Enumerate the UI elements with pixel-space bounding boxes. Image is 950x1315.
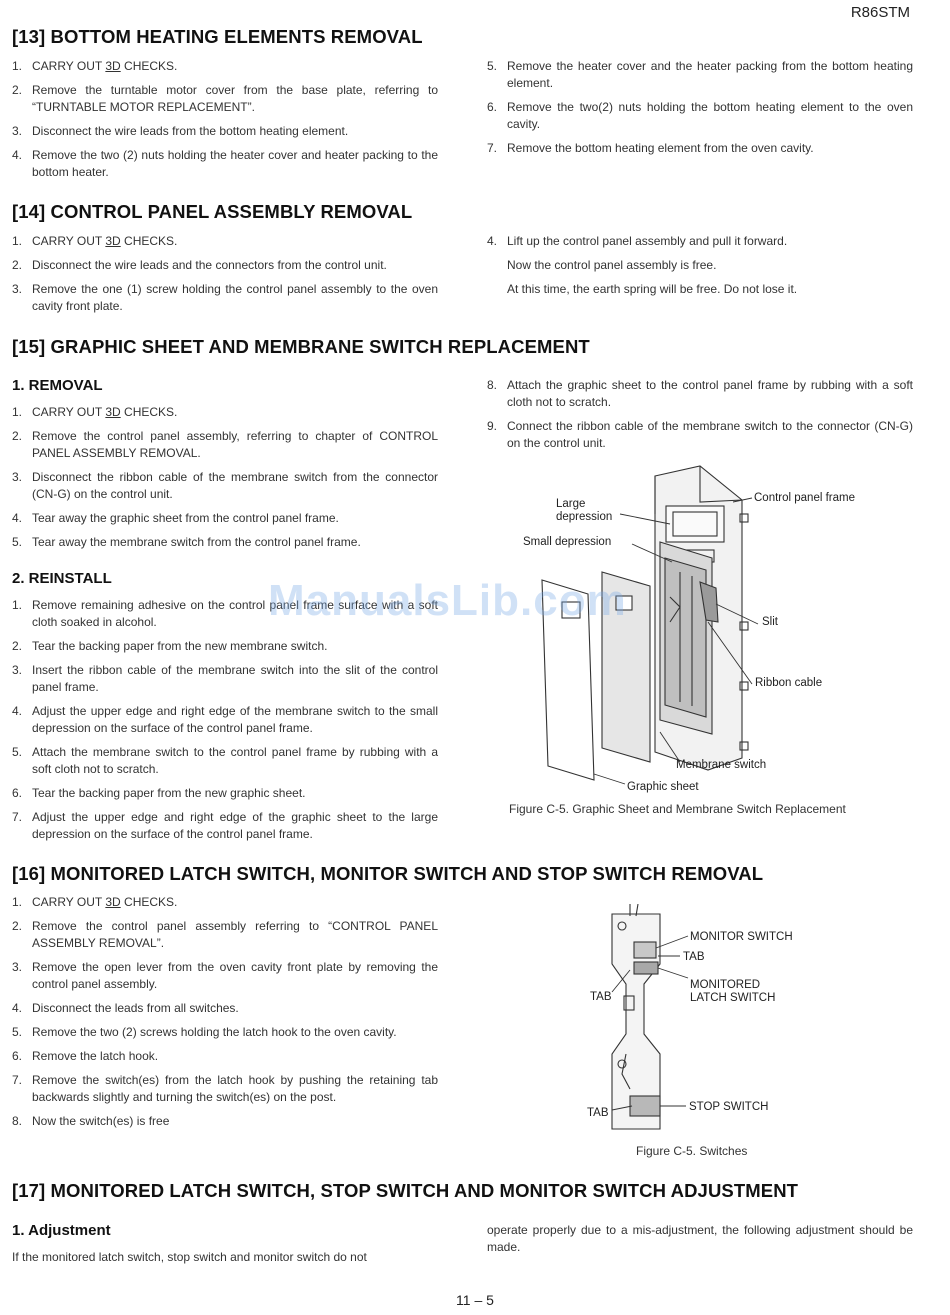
list-item: 6.Remove the latch hook. (12, 1049, 159, 1063)
figure-caption-switches: Figure C-5. Switches (636, 1144, 748, 1158)
list-item: 3.Insert the ribbon cable of the membran… (12, 663, 438, 694)
list-item: 1.CARRY OUT 3D CHECKS. (12, 234, 178, 248)
list-item: 1.CARRY OUT 3D CHECKS. (12, 59, 178, 73)
section-13-right-column: 5.Remove the heater cover and the heater… (487, 58, 913, 164)
label-graphic-sheet: Graphic sheet (627, 781, 699, 793)
figure-caption-graphic-sheet: Figure C-5. Graphic Sheet and Membrane S… (509, 802, 846, 816)
graphic-sheet-diagram (541, 465, 759, 785)
list-item: 1.CARRY OUT 3D CHECKS. (12, 895, 178, 909)
list-item: 4.Lift up the control panel assembly and… (487, 234, 788, 248)
label-tab-left: TAB (590, 991, 612, 1003)
reinstall-steps-right: 8.Attach the graphic sheet to the contro… (487, 377, 913, 459)
adjustment-text-right: operate properly due to a mis-adjustment… (487, 1223, 913, 1254)
model-number: R86STM (850, 4, 910, 21)
list-item: 3.Disconnect the wire leads from the bot… (12, 124, 349, 138)
section-16-steps: 1.CARRY OUT 3D CHECKS. 2.Remove the cont… (12, 894, 438, 1137)
list-item: 4.Tear away the graphic sheet from the c… (12, 511, 339, 525)
list-item: 5.Remove the heater cover and the heater… (487, 59, 913, 90)
section-14-title: [14] CONTROL PANEL ASSEMBLY REMOVAL (12, 201, 413, 222)
list-item: 2.Remove the control panel assembly refe… (12, 919, 438, 950)
list-item: 9.Connect the ribbon cable of the membra… (487, 419, 913, 450)
reinstall-steps-left: 1.Remove remaining adhesive on the contr… (12, 597, 438, 850)
reinstall-title: 2. REINSTALL (12, 570, 112, 587)
list-item: 6.Tear the backing paper from the new gr… (12, 786, 306, 800)
page-number: 11 – 5 (456, 1292, 494, 1308)
section-16-title: [16] MONITORED LATCH SWITCH, MONITOR SWI… (12, 863, 764, 884)
list-item: 4.Adjust the upper edge and right edge o… (12, 704, 438, 735)
section-17-title: [17] MONITORED LATCH SWITCH, STOP SWITCH… (12, 1180, 799, 1201)
list-item: 8.Now the switch(es) is free (12, 1114, 170, 1128)
list-item: 2.Disconnect the wire leads and the conn… (12, 258, 387, 272)
adjustment-title: 1. Adjustment (12, 1222, 111, 1239)
list-item: 2.Remove the control panel assembly, ref… (12, 429, 438, 460)
list-item: 2.Remove the turntable motor cover from … (12, 83, 438, 114)
list-item: 1.Remove remaining adhesive on the contr… (12, 598, 438, 629)
switches-diagram (611, 904, 689, 1130)
list-item: 5.Tear away the membrane switch from the… (12, 535, 361, 549)
list-item: 7.Remove the bottom heating element from… (487, 141, 814, 155)
section-14-left-column: 1.CARRY OUT 3D CHECKS. 2.Disconnect the … (12, 233, 438, 322)
removal-steps: 1.CARRY OUT 3D CHECKS. 2.Remove the cont… (12, 404, 438, 558)
list-item: 2.Tear the backing paper from the new me… (12, 639, 328, 653)
watermark: ManualsLib.com (268, 576, 627, 625)
label-stop-switch: STOP SWITCH (689, 1101, 769, 1113)
label-monitored-latch-switch: MONITORED LATCH SWITCH (690, 979, 776, 1004)
section-13-title: [13] BOTTOM HEATING ELEMENTS REMOVAL (12, 26, 423, 47)
section-15-title: [15] GRAPHIC SHEET AND MEMBRANE SWITCH R… (12, 336, 590, 357)
label-slit: Slit (762, 616, 778, 628)
note-free: Now the control panel assembly is free. (507, 258, 717, 272)
list-item: 4.Remove the two (2) nuts holding the he… (12, 148, 438, 179)
list-item: 4.Disconnect the leads from all switches… (12, 1001, 239, 1015)
list-item: 7.Adjust the upper edge and right edge o… (12, 810, 438, 841)
list-item: 7.Remove the switch(es) from the latch h… (12, 1073, 438, 1104)
note-earth-spring: At this time, the earth spring will be f… (507, 282, 798, 296)
label-monitor-switch: MONITOR SWITCH (690, 931, 793, 943)
list-item: 8.Attach the graphic sheet to the contro… (487, 378, 913, 409)
list-item: 3.Disconnect the ribbon cable of the mem… (12, 470, 438, 501)
label-tab-bottom: TAB (587, 1107, 609, 1119)
label-small-depression: Small depression (523, 536, 612, 548)
section-14-right-column: 4.Lift up the control panel assembly and… (487, 233, 913, 305)
label-large-depression: Large depression (556, 498, 613, 523)
adjustment-text-left: If the monitored latch switch, stop swit… (12, 1250, 367, 1264)
list-item: 3.Remove the one (1) screw holding the c… (12, 282, 438, 313)
list-item: 6.Remove the two(2) nuts holding the bot… (487, 100, 913, 131)
label-tab-top: TAB (683, 951, 705, 963)
list-item: 5.Remove the two (2) screws holding the … (12, 1025, 397, 1039)
label-control-panel-frame: Control panel frame (754, 492, 855, 504)
list-item: 1.CARRY OUT 3D CHECKS. (12, 405, 178, 419)
list-item: 3.Remove the open lever from the oven ca… (12, 960, 438, 991)
label-ribbon-cable: Ribbon cable (755, 677, 823, 689)
removal-title: 1. REMOVAL (12, 377, 103, 394)
list-item: 5.Attach the membrane switch to the cont… (12, 745, 438, 776)
label-membrane-switch: Membrane switch (676, 759, 767, 771)
section-13-left-column: 1.CARRY OUT 3D CHECKS. 2.Remove the turn… (12, 58, 438, 188)
